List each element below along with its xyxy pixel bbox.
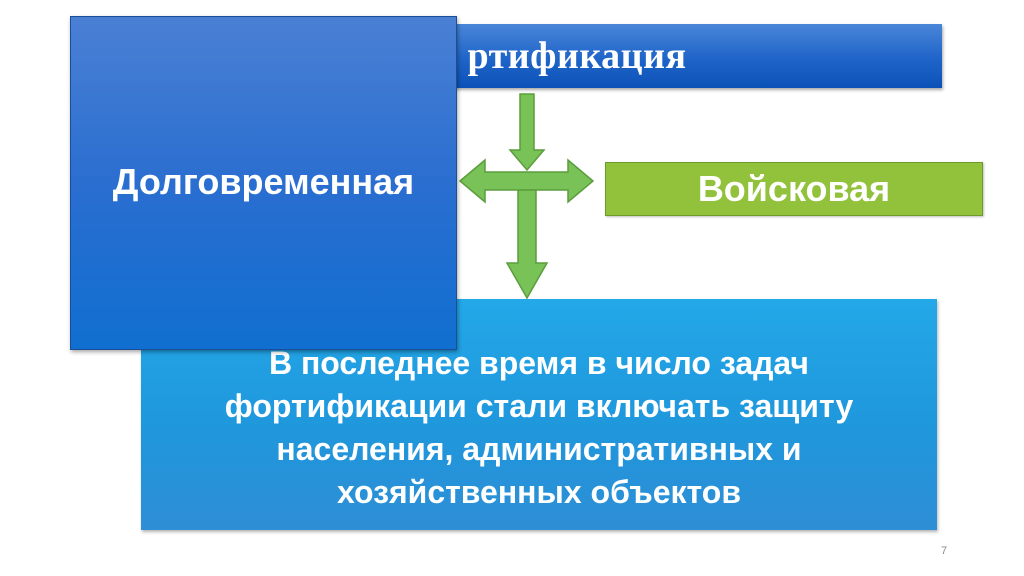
tasks-line-2: фортификации стали включать защиту [224,387,854,424]
fortification-tasks-box: В последнее время в число задач фортифик… [141,299,937,530]
slide-title: ртификация [467,35,687,77]
tasks-line-3: населения, административных и [276,430,802,467]
page-number: 7 [940,545,948,557]
long-term-fortification-box: Долговременная [70,16,457,350]
field-fortification-box: Войсковая [605,162,983,216]
down-arrow-bottom [505,189,549,300]
tasks-line-1: В последнее время в число задач [268,344,809,381]
down-arrow-top [508,93,546,172]
tasks-line-4: хозяйственных объектов [336,473,742,510]
horizontal-double-arrow [458,158,595,204]
